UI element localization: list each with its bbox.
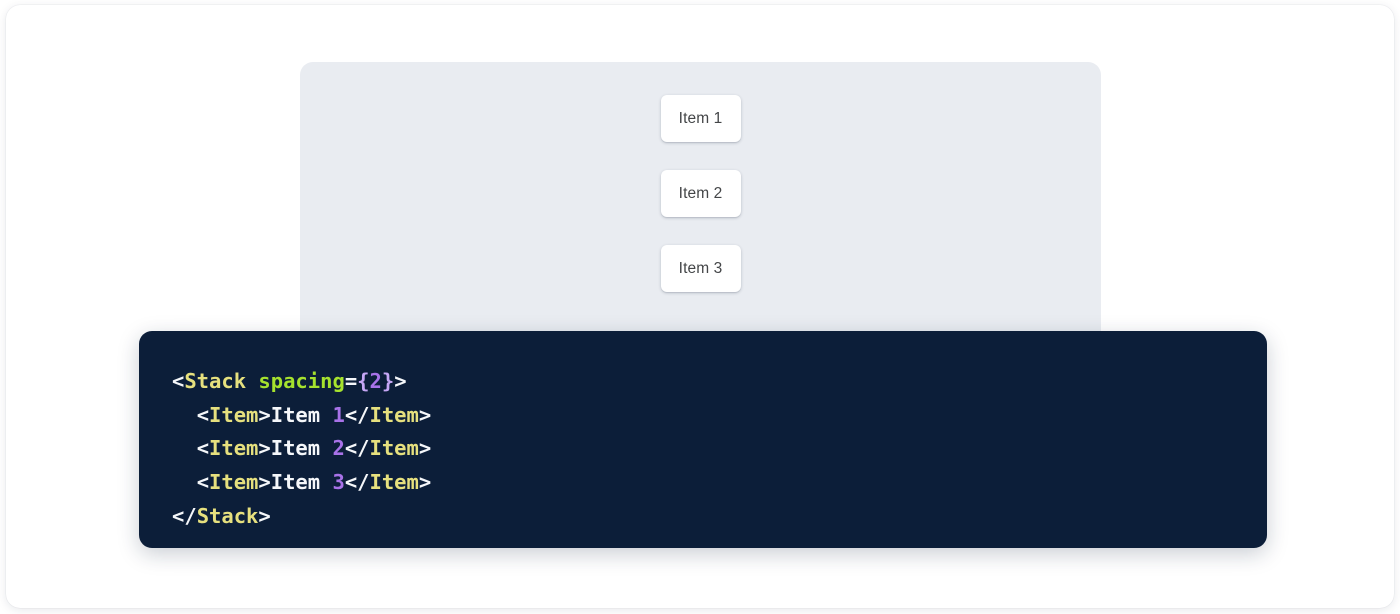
code-token-punct: </	[344, 436, 370, 461]
code-token-punct: >	[258, 470, 271, 495]
code-token-num: 3	[332, 470, 345, 495]
stack-item-label: Item 1	[678, 109, 723, 127]
code-token-num: 2	[369, 369, 382, 393]
code-token-punct: >	[418, 470, 432, 495]
code-snippet-block[interactable]: <Stack spacing={2}> <Item>Item 1</Item> …	[139, 331, 1267, 548]
code-token-attr: spacing	[258, 369, 345, 393]
stack-container: Item 1 Item 2 Item 3	[300, 62, 1101, 292]
code-token-tag: Item	[209, 436, 259, 461]
code-token-brace: {	[357, 369, 370, 393]
code-token-tag: Item	[369, 470, 419, 495]
code-token-tag: Item	[369, 436, 419, 461]
code-token-punct: =	[344, 369, 358, 393]
code-token-text: Item	[270, 470, 333, 495]
code-token-brace: }	[381, 369, 395, 393]
code-indent	[172, 403, 197, 427]
code-token-tag: Item	[209, 402, 259, 427]
code-token-tag: Item	[209, 470, 259, 495]
code-token-text	[246, 369, 258, 393]
code-token-punct: >	[418, 402, 432, 427]
code-token-tag: Stack	[184, 369, 247, 393]
stack-item[interactable]: Item 3	[660, 245, 741, 292]
code-line: <Item>Item 2</Item>	[172, 432, 1267, 466]
code-indent	[172, 470, 197, 494]
code-token-punct: </	[344, 402, 370, 427]
code-token-punct: >	[418, 436, 432, 461]
code-token-tag: Stack	[196, 503, 259, 528]
code-token-num: 1	[332, 402, 345, 427]
stack-item-label: Item 2	[678, 184, 723, 202]
code-line: <Stack spacing={2}>	[172, 365, 1267, 399]
code-token-punct: >	[258, 402, 271, 427]
code-line: </Stack>	[172, 500, 1267, 534]
stack-item-label: Item 3	[678, 259, 723, 277]
code-token-punct: <	[196, 402, 210, 427]
code-indent	[172, 436, 197, 460]
code-line: <Item>Item 1</Item>	[172, 399, 1267, 433]
code-token-text: Item	[270, 402, 333, 427]
code-token-tag: Item	[369, 402, 419, 427]
component-preview-panel: Item 1 Item 2 Item 3	[300, 62, 1101, 352]
code-token-punct: </	[172, 503, 197, 528]
code-token-punct: </	[344, 470, 370, 495]
code-token-punct: <	[172, 369, 185, 393]
code-lines: <Stack spacing={2}> <Item>Item 1</Item> …	[172, 365, 1267, 534]
code-token-punct: >	[258, 436, 271, 461]
code-line: <Item>Item 3</Item>	[172, 466, 1267, 500]
code-token-punct: <	[196, 470, 210, 495]
stack-item[interactable]: Item 1	[660, 95, 741, 142]
code-token-num: 2	[332, 436, 345, 461]
code-token-punct: >	[394, 369, 407, 393]
code-token-text: Item	[270, 436, 333, 461]
code-token-punct: >	[258, 503, 271, 528]
code-token-punct: <	[196, 436, 210, 461]
stack-item[interactable]: Item 2	[660, 170, 741, 217]
